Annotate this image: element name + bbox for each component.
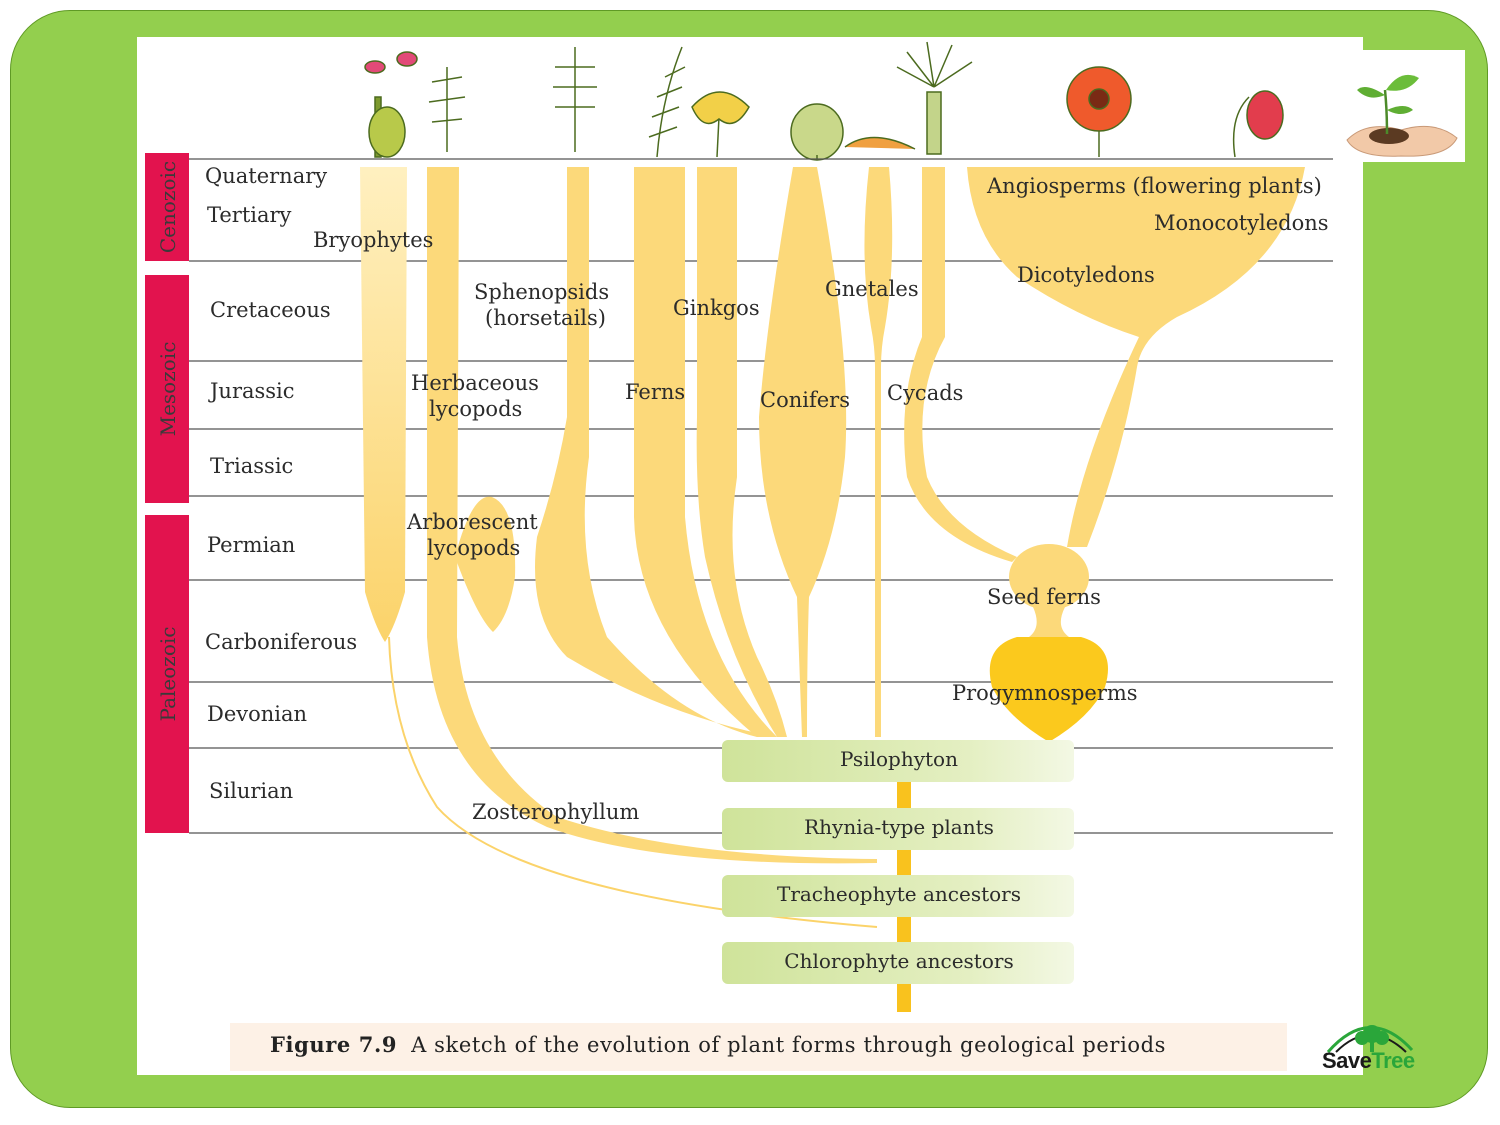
label-angiosperms: Angiosperms (flowering plants) [986,174,1322,198]
ancestor-label-rhynia: Rhynia-type plants [804,815,994,839]
label-cycads: Cycads [887,381,963,405]
label-herbaceous-lycopods: lycopods [429,397,522,421]
period-tertiary: Tertiary [207,203,292,227]
lineage-conifers [759,167,847,737]
label-gnetales: Gnetales [825,277,919,301]
lineage-sphenopsids [535,167,777,737]
ancestor-label-chlorophyte: Chlorophyte ancestors [784,949,1013,973]
period-carboniferous: Carboniferous [205,630,357,654]
label-horsetails: (horsetails) [485,306,606,330]
ancestor-label-tracheophyte: Tracheophyte ancestors [777,882,1021,906]
caption-text: A sketch of the evolution of plant forms… [411,1033,1167,1057]
label-sphenopsids: Sphenopsids [474,280,609,304]
label-conifers: Conifers [760,388,850,412]
era-bar-cenozoic [145,153,189,261]
label-progymnosperms: Progymnosperms [952,681,1138,705]
ancestor-label-psilophyton: Psilophyton [840,747,958,771]
label-arborescent: Arborescent [406,510,538,534]
lineage-arborescent-lycopods [455,496,516,632]
figure-caption: Figure 7.9 A sketch of the evolution of p… [230,1023,1287,1071]
period-devonian: Devonian [207,702,307,726]
era-bar-mesozoic [145,275,189,503]
lineage-seed-ferns [1009,544,1089,610]
lineage-progymnosperms [989,637,1108,742]
box-chlorophyte [722,942,1074,984]
era-label-cenozoic: Cenozoic [156,161,180,253]
period-silurian: Silurian [209,779,293,803]
period-labels: Quaternary Tertiary Cretaceous Jurassic … [205,164,357,803]
logo-word-save: Save [1322,1048,1372,1073]
lineage-gnetales [864,167,893,737]
logo-word-tree: Tree [1371,1048,1415,1073]
seedling-in-hands-icon [1337,50,1465,162]
period-cretaceous: Cretaceous [210,298,331,322]
box-tracheophyte [722,875,1074,917]
label-bryophytes: Bryophytes [313,228,433,252]
label-dicotyledons: Dicotyledons [1017,263,1155,287]
plant-illustrations-icon [364,41,1284,161]
lineages [360,167,1305,1012]
lineage-ferns [634,167,777,737]
save-tree-logo: SaveTree [1310,1012,1440,1082]
lineage-bryophytes [360,167,407,642]
evolution-diagram: Cenozoic Mesozoic Paleozoic [145,41,1333,1012]
lineage-cycads [904,167,1017,562]
lineage-angiosperms [967,167,1305,547]
label-seed-ferns: Seed ferns [987,585,1101,609]
label-ginkgos: Ginkgos [673,296,760,320]
label-ferns: Ferns [625,380,685,404]
period-permian: Permian [207,533,295,557]
label-herbaceous: Herbaceous [411,371,539,395]
figure-panel: Cenozoic Mesozoic Paleozoic [137,37,1363,1075]
period-triassic: Triassic [210,454,293,478]
period-quaternary: Quaternary [205,164,327,188]
era-label-paleozoic: Paleozoic [156,627,180,722]
ancestor-boxes: Psilophyton Rhynia-type plants Tracheoph… [722,740,1074,984]
tree-logo-icon [1326,1025,1414,1053]
logo-text: SaveTree [1322,1048,1415,1074]
taxon-labels: Bryophytes Sphenopsids (horsetails) Herb… [313,174,1329,824]
era-label-mesozoic: Mesozoic [156,342,180,437]
label-monocotyledons: Monocotyledons [1154,211,1329,235]
box-rhynia [722,808,1074,850]
caption-figure-number: Figure 7.9 [270,1032,398,1057]
era-bar-paleozoic [145,515,189,833]
era-bars: Cenozoic Mesozoic Paleozoic [145,153,189,833]
bryophyte-link [388,636,878,928]
lineage-ginkgos [696,167,787,737]
period-jurassic: Jurassic [208,379,295,403]
box-psilophyton [722,740,1074,782]
label-arborescent-lycopods: lycopods [427,536,520,560]
label-zosterophyllum: Zosterophyllum [472,800,639,824]
